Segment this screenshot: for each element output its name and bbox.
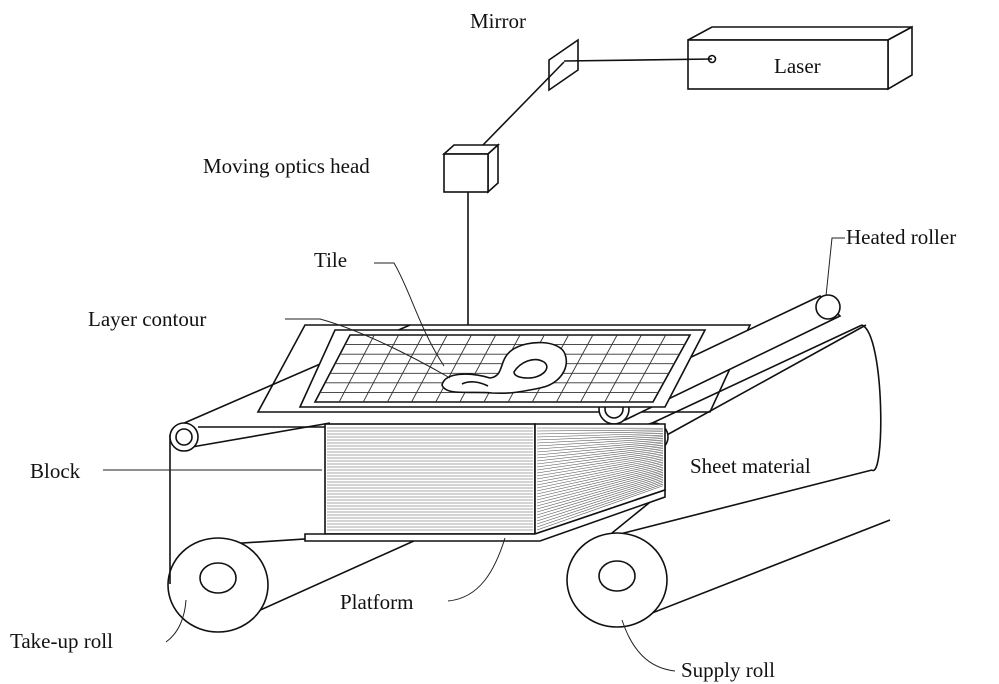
mirror (548, 38, 579, 92)
label-tile: Tile (314, 248, 347, 272)
label-layer-contour: Layer contour (88, 307, 206, 331)
label-supply-roll: Supply roll (681, 658, 775, 682)
layer-contour (441, 341, 567, 395)
label-sheet-material: Sheet material (690, 454, 811, 478)
label-moving-optics-head: Moving optics head (203, 154, 370, 178)
label-mirror: Mirror (470, 9, 526, 33)
label-heated-roller: Heated roller (846, 225, 956, 249)
leader-lines (103, 237, 845, 672)
label-take-up-roll: Take-up roll (10, 629, 113, 653)
laser-box (687, 25, 913, 91)
platform (304, 488, 666, 542)
moving-optics-head (441, 143, 501, 194)
guide-roller-left (169, 422, 199, 452)
block-stack (324, 423, 666, 536)
label-laser: Laser (774, 54, 821, 78)
label-platform: Platform (340, 590, 414, 614)
supply-roll (566, 469, 891, 628)
take-up-roll (167, 510, 420, 684)
label-block: Block (30, 459, 81, 483)
labels: Mirror Laser Moving optics head Heated r… (10, 9, 956, 682)
